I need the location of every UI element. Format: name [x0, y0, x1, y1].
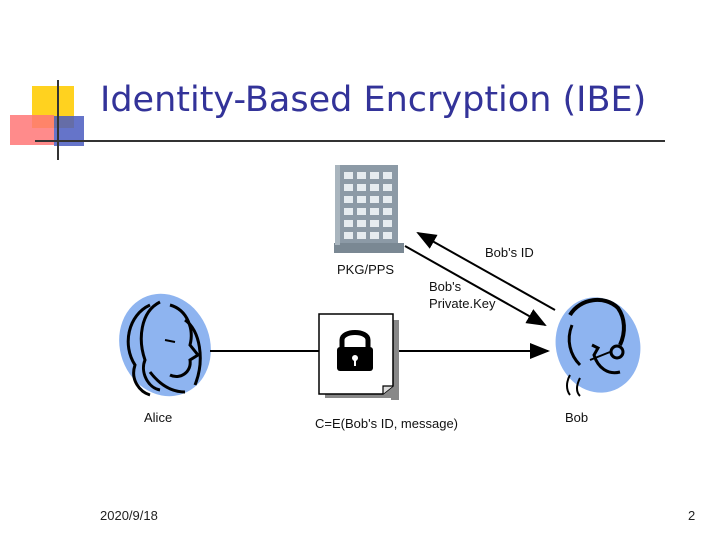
private-key-arrow	[404, 245, 547, 326]
bob-label: Bob	[565, 410, 589, 425]
slide-title: Identity-Based Encryption (IBE)	[100, 80, 647, 120]
slide-date: 2020/9/18	[100, 508, 158, 523]
bob-headset-person-icon	[555, 297, 641, 397]
server-building-icon	[334, 165, 404, 253]
pkg-label: PKG/PPS	[337, 262, 395, 277]
bob-id-arrow	[416, 232, 556, 311]
ciphertext-label: C=E(Bob's ID, message)	[315, 416, 459, 431]
slide-page-number: 2	[688, 508, 696, 523]
private-key-label-line1: Bob's	[429, 279, 462, 294]
alice-person-icon	[119, 293, 211, 397]
padlock-icon	[337, 330, 373, 371]
bob-id-label: Bob's ID	[485, 245, 534, 260]
alice-label: Alice	[144, 410, 173, 425]
private-key-label-line2: Private.Key	[429, 296, 496, 311]
